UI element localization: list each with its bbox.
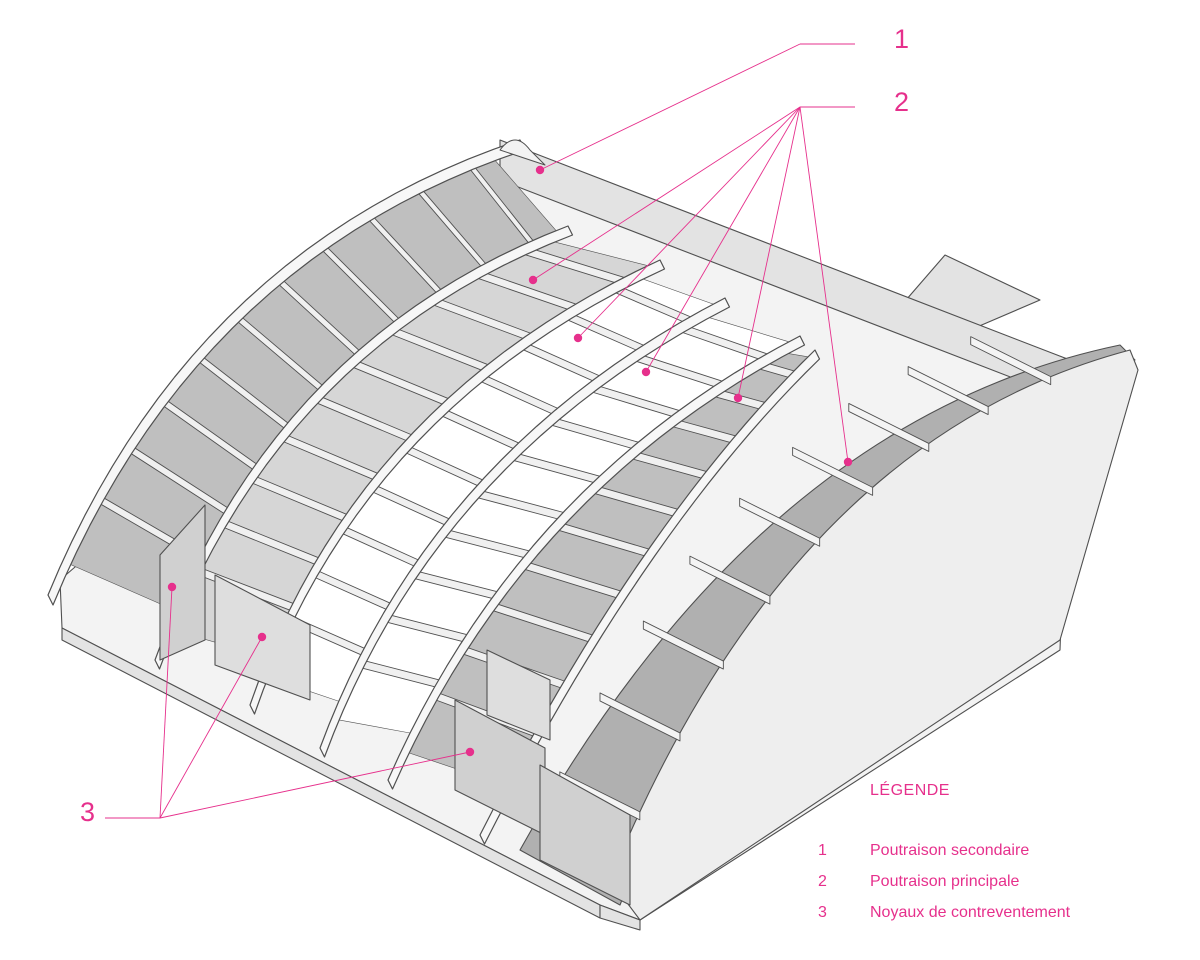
secondary-beam-right: [907, 366, 989, 415]
slab-corner-edge: [599, 904, 641, 931]
main-arch-3: [249, 259, 666, 715]
leader-2-line-2: [577, 106, 801, 339]
secondary-beam-right: [970, 336, 1052, 386]
legend-item-label: Noyaux de contreventement: [870, 904, 1071, 921]
callout-dot-2-2: [573, 333, 583, 343]
callout-dot-2-3: [641, 367, 651, 377]
legend-item-number: 1: [818, 842, 827, 859]
callout-number-3: 3: [80, 797, 96, 827]
legend-item-label: Poutraison principale: [870, 873, 1020, 890]
callout-dot-3-3: [465, 747, 475, 757]
legend-item-number: 2: [818, 873, 827, 890]
legend-item-number: 3: [818, 904, 827, 921]
callout-dot-1: [535, 165, 545, 175]
bracing-core-1: [159, 504, 206, 661]
callout-dot-3-2: [257, 632, 267, 642]
callout-dot-3-1: [167, 582, 177, 592]
roof-structure: [47, 139, 1139, 931]
leader-2-line-3: [645, 106, 801, 373]
leader-3-line-1: [159, 586, 173, 819]
main-arch-2: [154, 225, 574, 670]
leader-2-line-1: [532, 106, 801, 281]
leader-2-line-4: [737, 106, 801, 399]
callout-dot-2-1: [528, 275, 538, 285]
secondary-beam-right: [689, 555, 771, 605]
main-arch-5: [387, 335, 806, 790]
leader-2-line-5: [799, 106, 849, 463]
secondary-beam-right: [792, 446, 874, 496]
secondary-beam-right: [739, 497, 821, 547]
secondary-beam-right: [848, 402, 930, 452]
bracing-core-5: [539, 764, 631, 906]
callout-dot-2-5: [843, 457, 853, 467]
main-arch-4: [319, 297, 731, 758]
leader-3-line-3: [159, 751, 471, 819]
leader-3-line-2: [159, 636, 263, 819]
legend-title: LÉGENDE: [870, 782, 950, 799]
secondary-beam-right: [599, 692, 681, 742]
main-arch-6: [479, 349, 821, 845]
legend-item-label: Poutraison secondaire: [870, 842, 1030, 859]
ridge-cap: [499, 139, 546, 166]
callout-number-1: 1: [894, 24, 910, 54]
callout-leaders: [105, 43, 855, 819]
leader-1-line: [539, 43, 801, 171]
bracing-core-4: [486, 649, 551, 741]
callout-dot-2-4: [733, 393, 743, 403]
callout-number-2: 2: [894, 87, 910, 117]
secondary-beam-right: [642, 620, 724, 670]
